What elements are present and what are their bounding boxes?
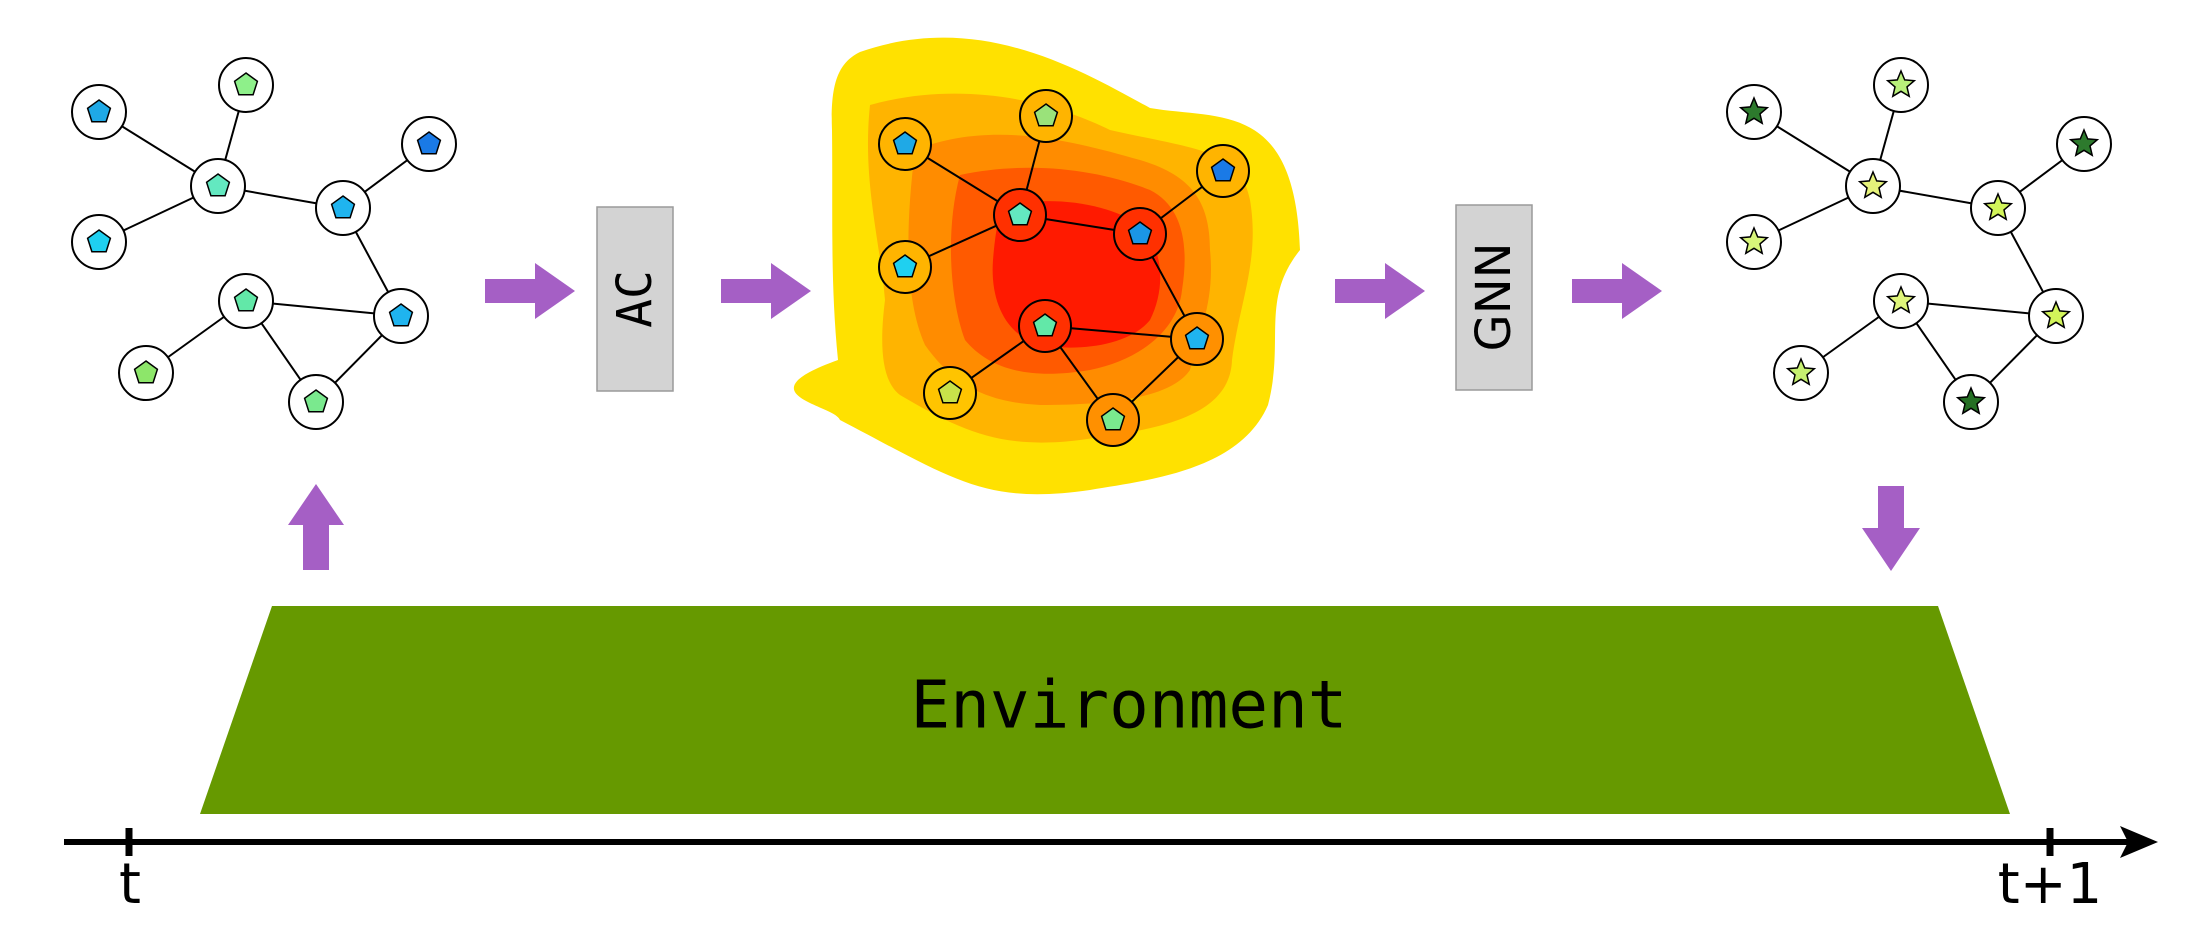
environment-label: Environment (910, 667, 1347, 744)
time-axis: t t+1 (64, 826, 2158, 917)
time-label-end: t+1 (1998, 852, 2103, 917)
ac-label: AC (607, 270, 663, 328)
arrow-to-gnn (1335, 263, 1425, 319)
gnn-box: GNN (1455, 204, 1533, 391)
pentagon-icon (388, 303, 414, 327)
output-graph (1726, 57, 2112, 430)
ac-box: AC (596, 206, 674, 392)
star-icon (1738, 226, 1770, 255)
star-icon (1955, 386, 1987, 415)
arrow-to-ac (485, 263, 575, 319)
arrow-to-output (1572, 263, 1662, 319)
star-icon (2040, 300, 2072, 329)
star-icon (1785, 357, 1817, 386)
pentagon-icon (233, 72, 259, 96)
environment-block: Environment (200, 606, 2010, 814)
arrow-up-from-environment (288, 484, 344, 570)
star-icon (1982, 192, 2014, 221)
pentagon-icon (133, 360, 159, 384)
pentagon-icon (1032, 313, 1058, 337)
star-icon (1738, 96, 1770, 125)
input-graph (71, 57, 457, 430)
pentagon-icon (892, 254, 918, 278)
pentagon-icon (205, 173, 231, 197)
pentagon-icon (1210, 158, 1236, 182)
star-icon (1885, 285, 1917, 314)
pentagon-icon (233, 288, 259, 312)
star-icon (2068, 128, 2100, 157)
pentagon-icon (1033, 103, 1059, 127)
arrow-down-to-environment (1862, 486, 1920, 571)
star-icon (1885, 69, 1917, 98)
pentagon-icon (330, 195, 356, 219)
pentagon-icon (303, 389, 329, 413)
gnn-label: GNN (1466, 242, 1522, 351)
arrow-to-attention (721, 263, 811, 319)
pentagon-icon (86, 99, 112, 123)
pentagon-icon (937, 380, 963, 404)
pentagon-icon (892, 131, 918, 155)
star-icon (1857, 170, 1889, 199)
pentagon-icon (1100, 407, 1126, 431)
pentagon-icon (416, 131, 442, 155)
pentagon-icon (86, 229, 112, 253)
time-axis-arrowhead (2120, 826, 2158, 858)
time-label-start: t (119, 852, 141, 917)
attention-graph (878, 89, 1250, 447)
pentagon-icon (1184, 326, 1210, 350)
pentagon-icon (1007, 202, 1033, 226)
pentagon-icon (1127, 221, 1153, 245)
